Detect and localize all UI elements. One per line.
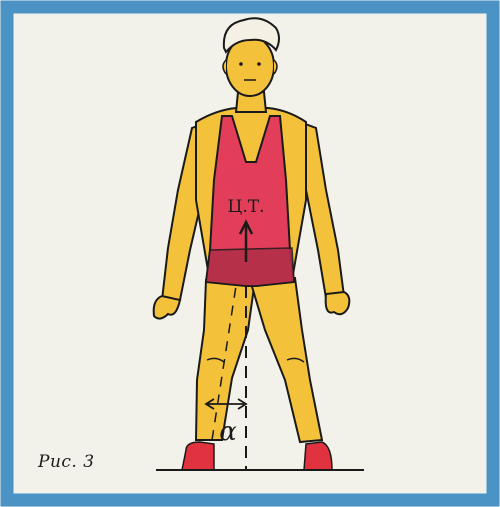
angle-alpha-label: α [219,417,237,447]
left-eye [239,62,243,66]
center-of-gravity-label: Ц.Т. [228,197,265,217]
singlet-shorts [206,248,294,286]
right-hand [326,292,350,314]
right-eye [257,62,261,66]
left-shoe [182,442,214,470]
right-shoe [304,442,332,470]
figure-caption: Рис. 3 [38,452,95,472]
